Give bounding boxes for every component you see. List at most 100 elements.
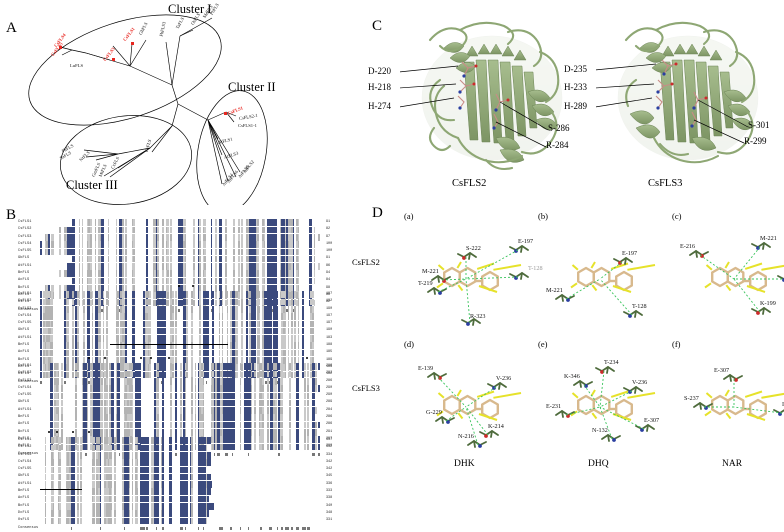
alignment-sequence: [40, 370, 322, 378]
docking-pose-svg: [427, 244, 529, 326]
alignment-sequence: [40, 342, 322, 350]
sequence-name: CsFLS4: [18, 241, 32, 246]
sequence-name: CsFLS1: [18, 438, 32, 442]
sequence-name: AcFLS: [18, 496, 30, 501]
residue-label-r284: R-284: [546, 140, 569, 150]
alignment-sequence: [40, 349, 322, 357]
alignment-position-number: 189: [326, 364, 333, 369]
docking-residue-label: T-128: [528, 265, 543, 272]
alignment-position-number: 189: [326, 357, 333, 362]
sequence-name: DcFLS: [18, 436, 30, 441]
cluster-1-ellipse: [28, 14, 222, 126]
sequence-name: AcFLS: [18, 278, 30, 283]
sequence-name: CsFLS1: [18, 292, 32, 296]
alignment-row: AcFLS 338: [0, 495, 370, 503]
alignment-sequence: [40, 444, 322, 452]
alignment-position-number: 185: [326, 350, 333, 355]
alignment-sequence: [40, 407, 322, 414]
sequence-name: AcFLS: [18, 350, 30, 355]
alignment-sequence: [40, 313, 322, 320]
alignment-sequence: [40, 517, 322, 525]
residue-label-h218: H-218: [368, 82, 391, 92]
tree-tip-csfls1-1: CsFLS1-1: [238, 123, 257, 128]
alignment-sequence: [40, 437, 322, 444]
sequence-name: CsFLS4: [18, 385, 32, 390]
sequence-name: AtFLS1: [18, 407, 32, 412]
panel-c-protein-structures: C: [368, 0, 784, 205]
sequence-name: CsFLS3: [18, 378, 32, 383]
sequence-name: BnFLS: [18, 489, 30, 494]
sequence-name: BcFLS: [18, 285, 30, 290]
subpanel-tag: (e): [538, 339, 548, 349]
alignment-position-number: 100: [326, 241, 333, 246]
sequence-name: OsFLS: [18, 444, 30, 449]
structure-caption-csfls2: CsFLS2: [452, 178, 487, 189]
docking-residue-label: R-323: [470, 313, 486, 320]
alignment-position-number: 290: [326, 385, 333, 390]
sequence-name: CsFLS3: [18, 306, 32, 311]
alignment-position-number: 97: [326, 234, 331, 239]
conserved-dot: [178, 285, 181, 288]
alignment-position-number: 100: [326, 249, 333, 254]
alignment-sequence: [40, 327, 322, 335]
ligand-caption-dhq: DHQ: [588, 459, 609, 469]
alignment-position-number: 98: [326, 292, 331, 297]
alignment-sequence: [40, 392, 322, 400]
conserved-residue-dots: [0, 431, 370, 437]
alignment-sequence: [40, 357, 322, 364]
docking-residue-label: E-307: [714, 367, 730, 374]
residue-label-r299: R-299: [744, 136, 767, 146]
consensus-label: Consensus: [18, 379, 39, 384]
docking-residue-label: E-231: [546, 403, 562, 410]
alignment-sequence: [40, 399, 322, 407]
consensus-label: Consensus: [18, 451, 39, 456]
sequence-name: DcFLS: [18, 364, 30, 369]
sequence-name: CsFLS3: [18, 452, 32, 457]
alignment-position-number: 197: [326, 313, 333, 318]
alignment-position-number: 182: [326, 299, 333, 304]
docking-residue-label: E-307: [644, 417, 660, 424]
alignment-sequence: [40, 495, 322, 503]
sequence-name: CsFLS5: [18, 467, 32, 472]
alignment-position-number: 188: [326, 343, 333, 348]
alignment-row: CsFLS4 100: [0, 241, 370, 248]
docking-residue-label: K-199: [760, 300, 776, 307]
docking-residue-label: S-222: [466, 245, 481, 252]
sequence-name: CsFLS4: [18, 313, 32, 318]
sequence-name: BnFLS: [18, 343, 30, 348]
alignment-position-number: 182: [326, 372, 333, 377]
sequence-name: DcFLS: [18, 510, 30, 515]
panel-a-letter: A: [6, 20, 17, 36]
sequence-name: AtFLS1: [18, 481, 32, 486]
alignment-sequence: [40, 285, 322, 292]
docking-residue-label: N-132: [592, 427, 608, 434]
alignment-position-number: 284: [326, 407, 333, 412]
alignment-position-number: 338: [326, 496, 333, 501]
conserved-dot: [306, 357, 309, 360]
residue-label-d235: D-235: [564, 64, 587, 74]
alignment-sequence: [40, 320, 322, 328]
cluster-3-ellipse: [60, 115, 192, 205]
alignment-sequence: [40, 466, 322, 474]
ligand-caption-nar: NAR: [722, 459, 743, 469]
alignment-position-number: 91: [326, 220, 331, 224]
